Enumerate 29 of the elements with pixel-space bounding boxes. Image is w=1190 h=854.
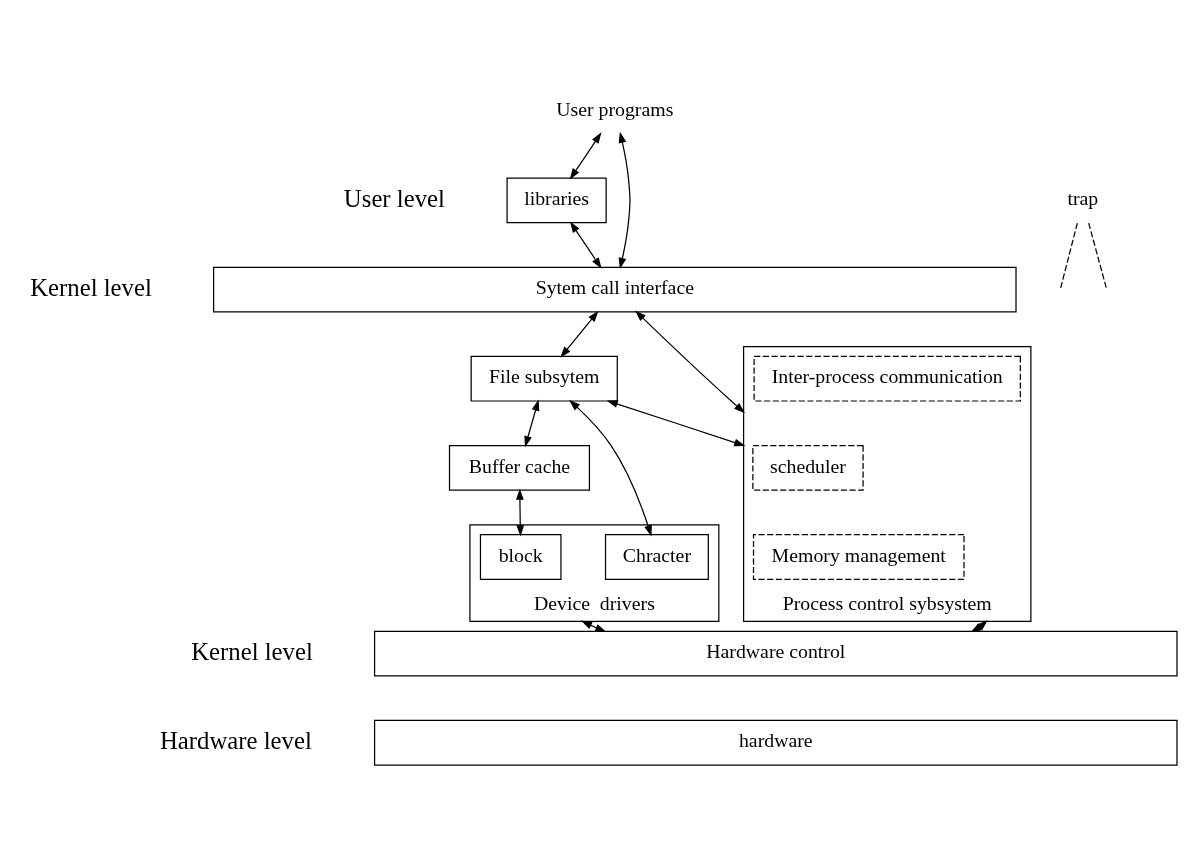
arrow xyxy=(618,131,631,270)
arrow xyxy=(569,400,652,537)
node-text: trap xyxy=(1067,187,1099,210)
label: User level xyxy=(343,184,445,212)
label: Kernel level xyxy=(30,273,152,301)
node-box: Chracter xyxy=(604,534,709,580)
node-box: scheduler xyxy=(752,444,864,491)
arrow xyxy=(569,221,602,269)
node-box: hardware xyxy=(373,719,1178,766)
arrow xyxy=(970,620,988,633)
arrow xyxy=(635,310,745,414)
arrow xyxy=(560,310,599,358)
arrow xyxy=(524,399,540,448)
label: Kernel level xyxy=(191,637,313,665)
node-text: User programs xyxy=(556,97,674,120)
node-box: Memory management xyxy=(752,534,965,580)
node-box: Sytem call interface xyxy=(213,266,1017,313)
connector xyxy=(1060,222,1078,289)
node-box: Buffer cache xyxy=(448,444,591,491)
arrow xyxy=(569,132,602,180)
node-box: Inter-process communication xyxy=(753,355,1021,402)
arrow xyxy=(606,400,746,447)
node-box: block xyxy=(479,534,562,580)
arrow xyxy=(516,488,525,537)
node-box: libraries xyxy=(506,177,607,224)
connector xyxy=(1088,222,1107,289)
label: Hardware level xyxy=(159,726,312,754)
node-box: Hardware control xyxy=(373,630,1178,677)
node-box: File subsytem xyxy=(470,355,618,402)
